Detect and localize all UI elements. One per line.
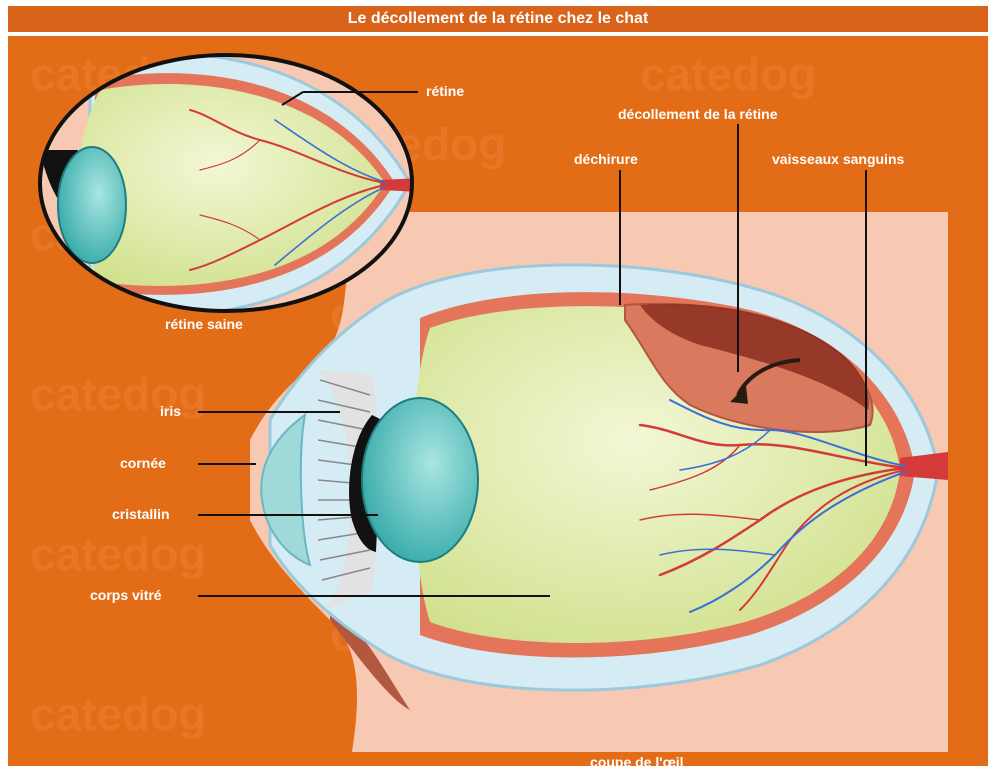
label-coupe-oeil: coupe de l'œil — [590, 754, 684, 770]
svg-text:catedog: catedog — [30, 688, 206, 740]
label-decollement: décollement de la rétine — [618, 106, 778, 122]
svg-text:catedog: catedog — [30, 528, 206, 580]
svg-text:catedog: catedog — [640, 48, 816, 100]
label-cornee: cornée — [120, 455, 166, 471]
label-iris: iris — [160, 403, 181, 419]
label-vaisseaux-sanguins: vaisseaux sanguins — [772, 151, 904, 167]
label-retine-saine: rétine saine — [165, 316, 243, 332]
label-corps-vitre: corps vitré — [90, 587, 162, 603]
label-dechirure: déchirure — [574, 151, 638, 167]
label-cristallin: cristallin — [112, 506, 170, 522]
label-retine: rétine — [426, 83, 464, 99]
lens — [362, 398, 478, 562]
